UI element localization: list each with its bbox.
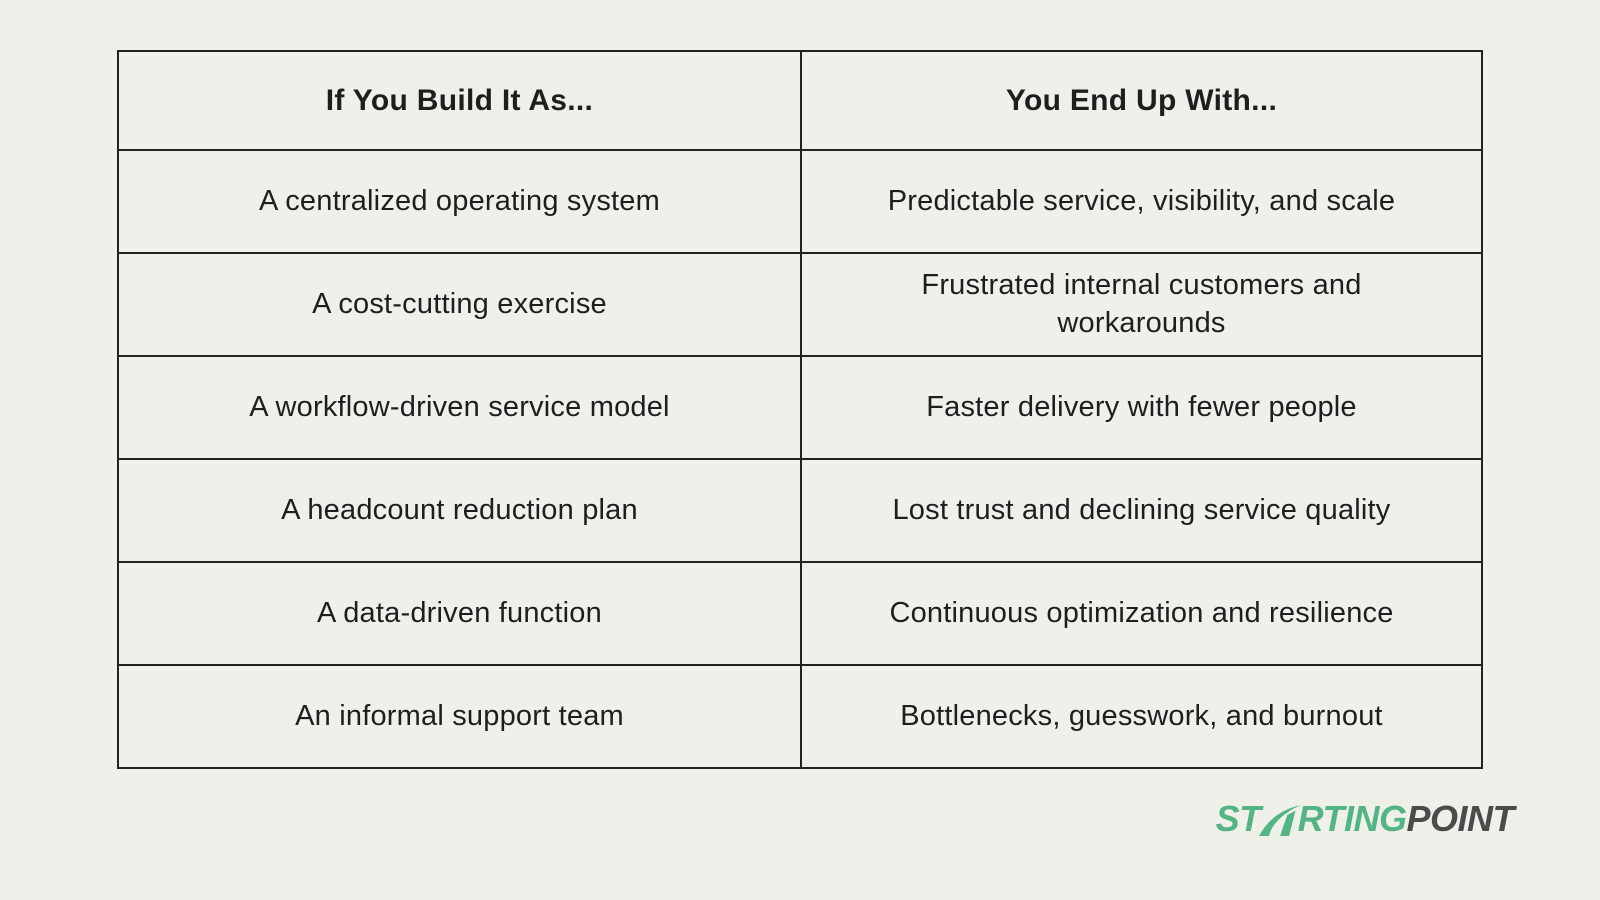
table-cell-result-1: Predictable service, visibility, and sca… [800,149,1481,252]
table-cell-result-3: Faster delivery with fewer people [800,355,1481,458]
logo-text-st: ST [1215,798,1262,839]
column-header-you-end-up: You End Up With... [800,52,1481,149]
table-cell-result-4: Lost trust and declining service quality [800,458,1481,561]
table-cell-build-3: A workflow-driven service model [119,355,800,458]
table-cell-result-5: Continuous optimization and resilience [800,561,1481,664]
startingpoint-logo: ST RTING POINT [1215,798,1515,839]
logo-text-rting: RTING [1297,798,1407,839]
table-cell-result-6: Bottlenecks, guesswork, and burnout [800,664,1481,767]
comparison-table: If You Build It As... You End Up With...… [117,50,1483,769]
table-cell-build-5: A data-driven function [119,561,800,664]
table-cell-build-2: A cost-cutting exercise [119,252,800,355]
logo-text-point: POINT [1406,798,1514,839]
table-cell-build-1: A centralized operating system [119,149,800,252]
column-header-if-you-build: If You Build It As... [325,84,594,117]
table-cell-build-4: A headcount reduction plan [119,458,800,561]
table-cell-result-2: Frustrated internal customers and workar… [800,252,1481,355]
swoosh-a-icon [1258,804,1301,837]
table-cell-build-6: An informal support team [119,664,800,767]
